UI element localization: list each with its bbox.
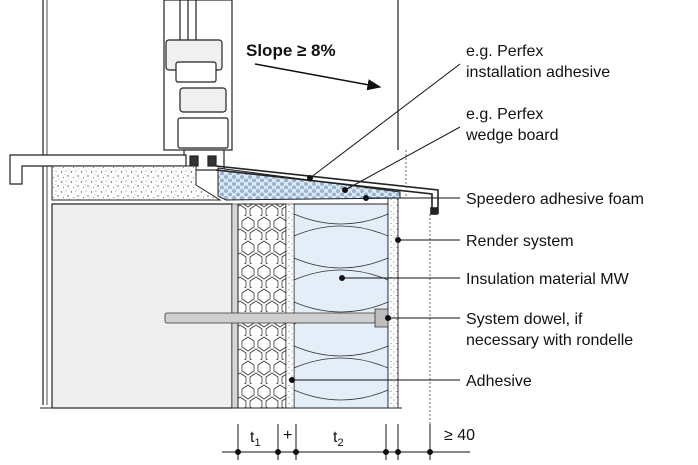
dimension-min-render: ≥ 40 xyxy=(444,427,475,444)
guide-lines xyxy=(405,150,431,448)
label-system-dowel-line2: necessary with rondelle xyxy=(466,332,633,349)
dimension-labels: t1 + t2 ≥ 40 xyxy=(250,427,475,449)
label-render-system: Render system xyxy=(466,233,574,250)
dimension-t2: t2 xyxy=(333,429,344,449)
masonry-wall xyxy=(51,203,233,409)
callout-labels: e.g. Perfex installation adhesive e.g. P… xyxy=(465,43,644,390)
slope-arrow xyxy=(254,63,382,91)
dimension-t1: t1 xyxy=(250,429,261,449)
window-frame-profile xyxy=(163,0,233,171)
label-installation-adhesive-line2: installation adhesive xyxy=(466,64,610,81)
window-reveal-lines xyxy=(42,0,399,405)
insulation-layer-t1 xyxy=(237,203,287,409)
exterior-window-sill xyxy=(215,165,439,215)
slope-label: Slope ≥ 8% xyxy=(246,41,336,60)
label-wedge-board-line1: e.g. Perfex xyxy=(466,106,543,123)
label-adhesive-foam: Speedero adhesive foam xyxy=(466,191,644,208)
dimension-chain xyxy=(222,424,470,460)
adhesive-layer xyxy=(231,203,239,409)
label-installation-adhesive-line1: e.g. Perfex xyxy=(466,43,543,60)
label-adhesive: Adhesive xyxy=(466,373,532,390)
label-system-dowel-line1: System dowel, if xyxy=(466,311,583,328)
insulation-layer-t2 xyxy=(293,203,389,409)
label-wedge-board-line2: wedge board xyxy=(465,127,559,144)
screed-layer xyxy=(51,165,222,201)
label-insulation-material: Insulation material MW xyxy=(466,271,630,288)
callout-leaders xyxy=(289,63,461,383)
dimension-plus: + xyxy=(283,427,292,444)
